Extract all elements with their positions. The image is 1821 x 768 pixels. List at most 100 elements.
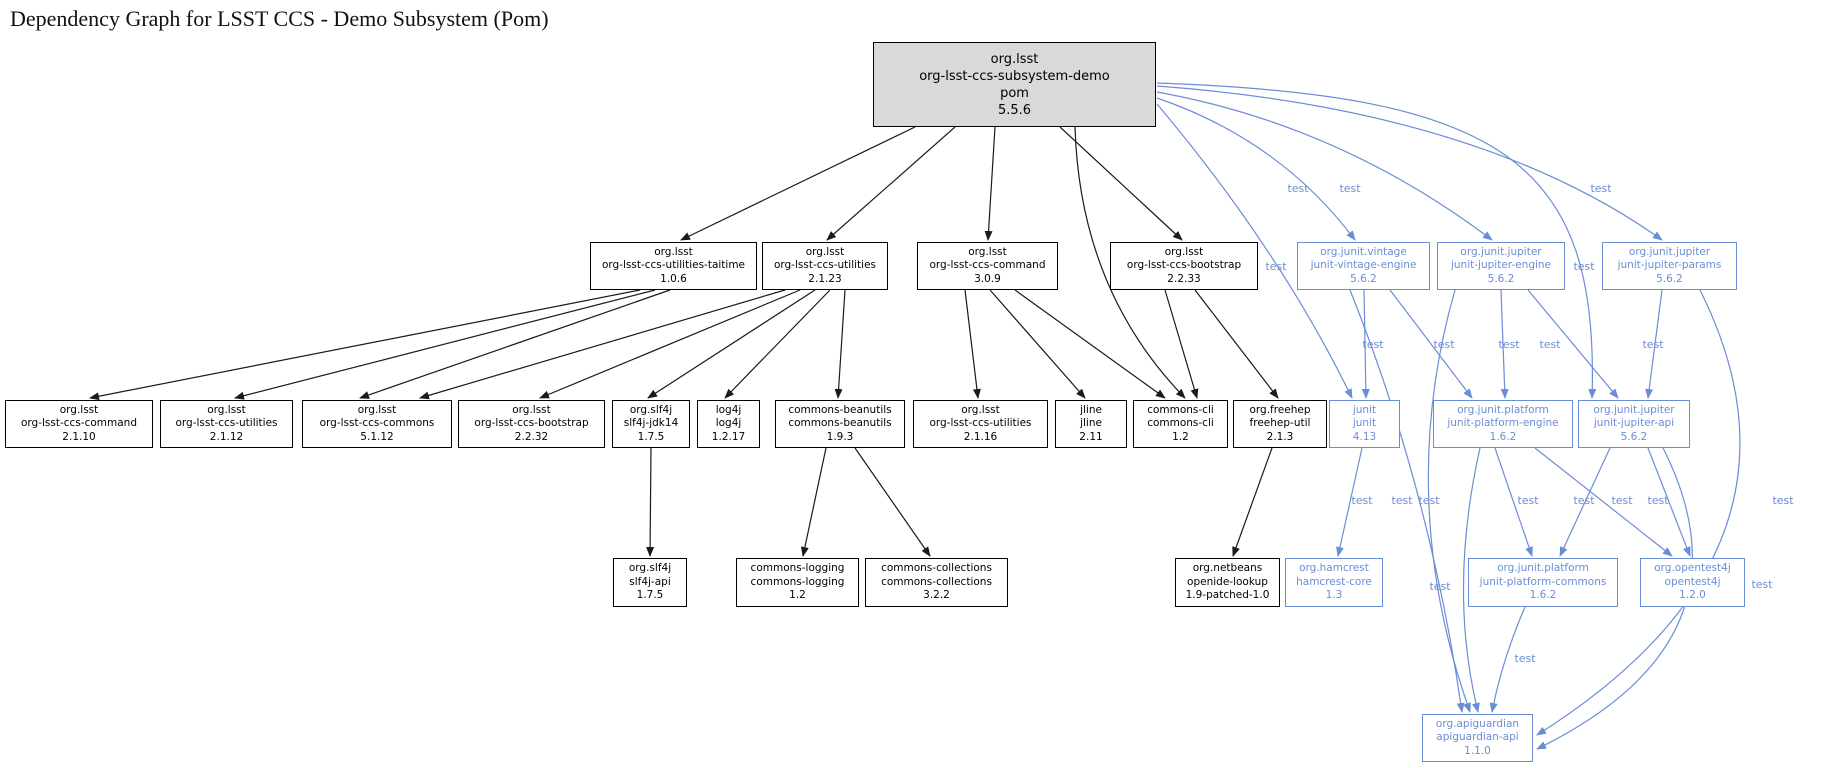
node-line: org.slf4j	[629, 403, 673, 416]
node-line: commons-cli	[1147, 403, 1214, 416]
edge-japi-opentest4j	[1647, 447, 1691, 557]
graph-title: Dependency Graph for LSST CCS - Demo Sub…	[10, 6, 549, 31]
node-line: org.lsst	[968, 245, 1007, 258]
edge-scope-label-jengine-pengine: test	[1498, 338, 1520, 351]
node-line: org.junit.vintage	[1320, 245, 1407, 258]
edge-params-apiguardian	[1536, 289, 1741, 736]
node-line: commons-beanutils	[788, 417, 892, 430]
edge-vintage-pengine	[1389, 289, 1473, 399]
node-line: org.junit.jupiter	[1593, 403, 1675, 416]
node-line: slf4j-jdk14	[623, 417, 679, 430]
node-line: 1.2.0	[1679, 589, 1706, 602]
edge-root-taitime	[680, 126, 916, 241]
node-line: 5.1.12	[360, 430, 394, 443]
node-line: commons-logging	[750, 575, 845, 588]
node-line: freehep-util	[1249, 417, 1311, 430]
edge-scope-label-junit-hamcrest: test	[1351, 494, 1373, 507]
node-line: 3.2.2	[923, 589, 950, 602]
node-line: 5.6.2	[1620, 430, 1648, 443]
node-line: org.apiguardian	[1435, 717, 1520, 730]
edge-junit-hamcrest	[1336, 447, 1363, 557]
node-line: junit-jupiter-engine	[1450, 259, 1552, 272]
node-line: 1.7.5	[636, 589, 664, 602]
node-line: 4.13	[1352, 430, 1377, 443]
node-line: 1.2	[1172, 430, 1189, 443]
node-line: 5.6.2	[1350, 272, 1377, 285]
node-line: 5.6.2	[1656, 272, 1683, 285]
node-line: org.hamcrest	[1299, 562, 1369, 575]
node-line: commons-collections	[881, 562, 992, 575]
node-line: 2.1.23	[808, 272, 842, 285]
node-line: log4j	[715, 417, 742, 430]
edge-jengine-pengine	[1500, 289, 1509, 399]
node-line: openide-lookup	[1187, 575, 1268, 588]
edge-beanutils-clogging	[800, 447, 827, 557]
node-line: org.lsst	[654, 245, 693, 258]
edge-scope-label-japi-apiguardian: test	[1751, 578, 1773, 591]
edge-scope-label-jengine-japi: test	[1539, 338, 1561, 351]
edge-root-util23	[826, 126, 956, 241]
edge-scope-label-japi-opentest4j: test	[1647, 494, 1669, 507]
node-line: junit-jupiter-api	[1593, 417, 1675, 430]
edge-scope-label-root-params: test	[1590, 182, 1612, 195]
edge-japi-apiguardian	[1536, 447, 1693, 750]
edge-pengine-pcommons	[1494, 447, 1533, 557]
node-line: 2.2.32	[514, 430, 549, 443]
node-line: 1.0.6	[660, 272, 687, 285]
node-line: junit	[1352, 417, 1377, 430]
edge-scope-label-jengine-apiguardian: test	[1418, 494, 1440, 507]
edge-boot233-ccli	[1164, 289, 1199, 399]
edge-scope-label-params-japi: test	[1642, 338, 1664, 351]
node-line: org-lsst-ccs-utilities-taitime	[601, 259, 746, 272]
node-line: 1.6.2	[1489, 430, 1517, 443]
node-line: 2.1.10	[62, 430, 96, 443]
edge-root-boot233	[1059, 126, 1183, 241]
node-line: commons-cli	[1147, 417, 1214, 430]
edge-scope-label-root-jengine: test	[1339, 182, 1361, 195]
edge-slf4jjdk14-slf4japi	[646, 447, 655, 557]
edge-pengine-apiguardian	[1462, 447, 1481, 713]
node-line: org.lsst	[990, 51, 1039, 67]
edge-boot233-freehep	[1194, 289, 1279, 399]
node-line: junit-jupiter-params	[1617, 259, 1722, 272]
edge-util23-slf4jjdk14	[647, 289, 816, 399]
edge-vintage-apiguardian	[1349, 289, 1465, 713]
edge-root-ccli	[1074, 126, 1186, 399]
node-line: org-lsst-ccs-bootstrap	[474, 417, 589, 430]
node-line: 1.1.0	[1464, 744, 1491, 757]
node-line: 2.1.12	[209, 430, 244, 443]
node-line: hamcrest-core	[1296, 575, 1372, 588]
node-line: commons-beanutils	[788, 403, 892, 416]
edge-jengine-japi	[1527, 289, 1619, 399]
edge-root-japi	[1156, 82, 1597, 399]
node-line: org.lsst	[357, 403, 397, 416]
edge-freehep-openide	[1232, 447, 1273, 557]
node-line: org-lsst-ccs-utilities	[929, 417, 1032, 430]
node-line: opentest4j	[1664, 575, 1721, 588]
edge-taitime-util2112	[234, 289, 656, 400]
node-line: junit-platform-engine	[1447, 417, 1559, 430]
node-line: pom	[1000, 85, 1029, 101]
node-line: org.freehep	[1249, 403, 1311, 416]
node-line: 1.2.17	[711, 430, 746, 443]
node-line: org.lsst	[512, 403, 551, 416]
edge-scope-label-japi-pcommons: test	[1611, 494, 1633, 507]
edge-scope-label-vintage-apiguardian: test	[1391, 494, 1413, 507]
